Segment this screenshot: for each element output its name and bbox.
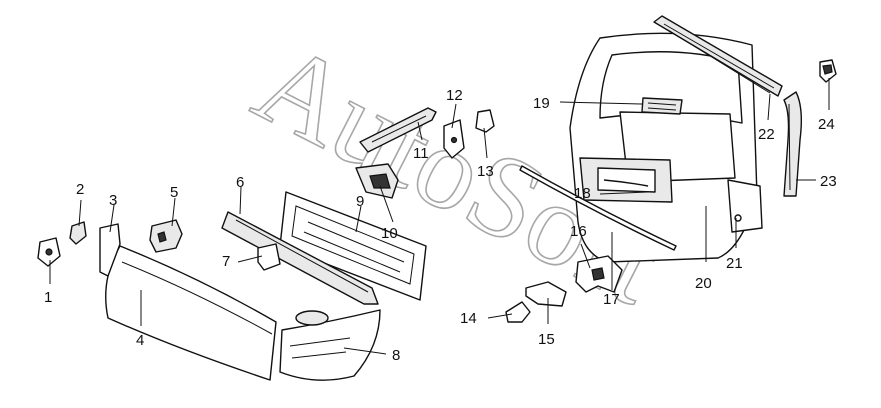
part-22-spoiler <box>653 15 783 97</box>
callout-19: 19 <box>533 95 550 112</box>
part-5-bracket <box>149 219 183 253</box>
callout-1: 1 <box>44 289 52 306</box>
callout-7: 7 <box>222 253 230 270</box>
callout-20: 20 <box>695 275 712 292</box>
part-18-reflector <box>603 179 649 187</box>
part-9-plate-frame <box>279 191 427 301</box>
callout-5: 5 <box>170 184 178 201</box>
callout-11: 11 <box>413 145 429 162</box>
callout-23: 23 <box>820 173 837 190</box>
part-13-bracket <box>475 109 495 133</box>
part-12-bracket <box>443 119 465 159</box>
callout-4: 4 <box>136 332 144 349</box>
part-7-bracket <box>257 243 281 271</box>
callout-12: 12 <box>446 87 463 104</box>
callout-10: 10 <box>381 225 398 242</box>
part-20-tailgate <box>569 32 758 263</box>
callout-6: 6 <box>236 174 244 191</box>
callout-9: 9 <box>356 193 364 210</box>
part-4-bumper-cover <box>105 245 277 381</box>
callout-22: 22 <box>758 126 775 143</box>
part-11-upper-bar <box>359 107 437 153</box>
callout-14: 14 <box>460 310 477 327</box>
callout-13: 13 <box>477 163 494 180</box>
part-10-bracket <box>355 163 399 199</box>
leader-lines <box>49 78 830 355</box>
part-15-latch <box>525 281 567 307</box>
callout-8: 8 <box>392 347 400 364</box>
callout-18: 18 <box>574 185 591 202</box>
callout-2: 2 <box>76 181 84 198</box>
callout-labels: 1 2 3 4 5 6 7 8 9 10 11 12 13 14 15 16 1… <box>44 87 837 364</box>
part-16-hinge <box>575 255 623 293</box>
part-24-clip <box>819 59 837 83</box>
part-17-weatherstrip <box>519 165 677 251</box>
part-1-clip <box>37 237 61 267</box>
part-8-bumper-corner <box>279 309 381 381</box>
callout-16: 16 <box>570 223 587 240</box>
part-23-molding <box>783 91 803 197</box>
callout-3: 3 <box>109 192 117 209</box>
callout-15: 15 <box>538 331 555 348</box>
part-14-bracket <box>505 301 531 323</box>
callout-24: 24 <box>818 116 835 133</box>
part-3-bracket <box>99 223 121 277</box>
part-19-emblem <box>641 97 683 115</box>
part-21-end-cap <box>727 179 763 233</box>
callout-17: 17 <box>603 291 620 308</box>
part-6-reinforcement <box>221 211 379 305</box>
callout-21: 21 <box>726 255 743 272</box>
part-2-clip <box>69 221 87 245</box>
